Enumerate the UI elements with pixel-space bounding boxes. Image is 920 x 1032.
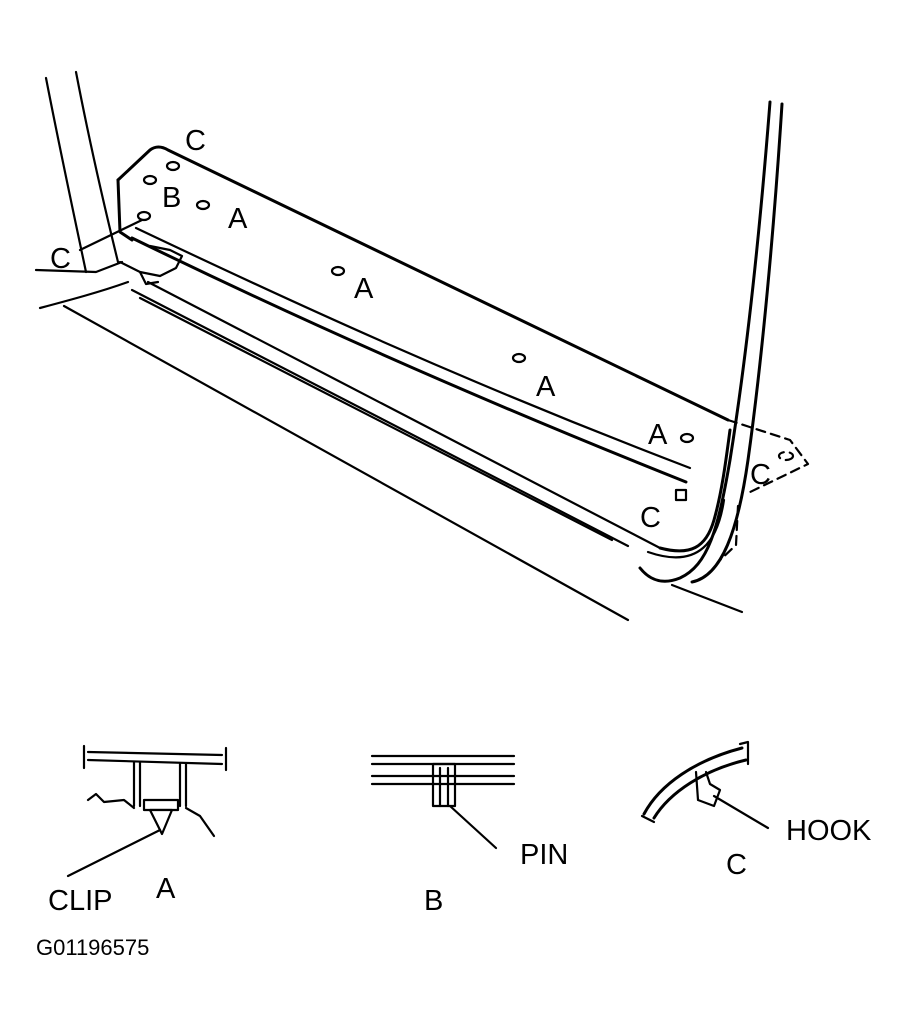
label-hook: HOOK	[786, 815, 872, 847]
caption-b: B	[424, 885, 443, 917]
detail-clip: CLIP A	[48, 744, 228, 917]
rocker-floor-lines	[62, 280, 744, 622]
detail-pin: PIN B	[370, 754, 568, 917]
callout-c-right-inner: C	[640, 502, 661, 534]
callout-a-3: A	[536, 371, 556, 403]
callout-c-left: C	[50, 243, 71, 275]
callout-a-4: A	[648, 419, 668, 451]
label-clip: CLIP	[48, 885, 112, 917]
label-pin: PIN	[520, 839, 568, 871]
rear-door-pillar	[638, 100, 784, 584]
fastener-hole-c-top	[165, 160, 181, 172]
fastener-holes	[136, 160, 695, 502]
fastener-hole-a1	[195, 199, 211, 211]
pin-leader	[448, 804, 498, 850]
callout-a-1: A	[228, 203, 248, 235]
fastener-hole-b	[142, 174, 158, 186]
callout-c-right-outer: C	[750, 459, 771, 491]
sill-trim-assembly: C B A C A A A C C	[34, 70, 810, 622]
fastener-hole-a2	[330, 265, 346, 277]
fastener-hole-a4	[679, 432, 695, 444]
clip-leader	[66, 828, 162, 878]
left-end-bracket	[118, 244, 184, 286]
leader-c-left	[78, 218, 144, 252]
scuff-plate-panel	[116, 145, 732, 559]
fastener-hole-c-right	[674, 488, 688, 502]
callout-b: B	[162, 182, 181, 214]
fastener-hole-a3	[511, 352, 527, 364]
caption-a: A	[156, 873, 176, 905]
fastener-hole-c-left	[136, 210, 152, 222]
hook-leader	[712, 794, 770, 830]
callout-c-top: C	[185, 125, 206, 157]
left-door-pillar	[34, 70, 130, 310]
caption-c: C	[726, 849, 747, 881]
hidden-rear-extension	[716, 418, 810, 564]
callout-a-2: A	[354, 273, 374, 305]
detail-hook: HOOK C	[640, 740, 872, 881]
figure-code: G01196575	[36, 935, 149, 960]
